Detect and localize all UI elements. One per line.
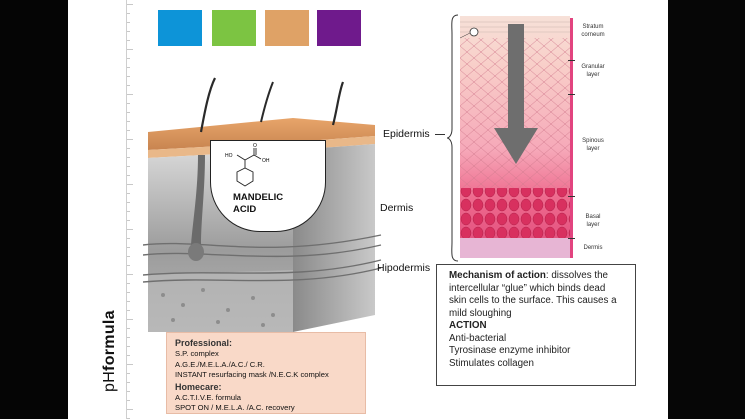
vertical-ruler	[126, 0, 134, 419]
ruler-tick	[127, 193, 130, 194]
swatch-purple	[317, 10, 361, 46]
ruler-tick	[127, 202, 130, 203]
ruler-tick	[127, 94, 133, 95]
swatch-blue	[158, 10, 202, 46]
ruler-tick	[127, 355, 130, 356]
epidermis-layers-panel	[460, 16, 570, 258]
slide: pHformula	[68, 0, 668, 419]
ruler-tick	[127, 409, 133, 410]
ruler-tick	[127, 157, 130, 158]
ruler-tick	[127, 391, 130, 392]
action-title: ACTION	[449, 320, 487, 331]
ruler-tick	[127, 328, 130, 329]
swatch-green	[212, 10, 256, 46]
mechanism-box: Mechanism of action: dissolves the inter…	[436, 264, 636, 386]
professional-title: Professional:	[175, 338, 233, 348]
ruler-tick	[127, 400, 130, 401]
mechanism-text: Mechanism of action: dissolves the inter…	[449, 270, 617, 319]
ruler-tick	[127, 283, 130, 284]
ruler-tick	[127, 130, 130, 131]
homecare-title: Homecare:	[175, 381, 222, 392]
epidermis-pointer	[435, 134, 445, 135]
ruler-tick	[127, 229, 133, 230]
ruler-tick	[127, 85, 130, 86]
ruler-tick	[127, 238, 130, 239]
ruler-tick	[127, 13, 130, 14]
ruler-tick	[127, 67, 130, 68]
ruler-tick	[127, 4, 133, 5]
action-item: Anti-bacterial	[449, 332, 507, 344]
ruler-tick	[127, 121, 130, 122]
right-background	[668, 0, 745, 419]
ruler-tick	[127, 319, 133, 320]
brand-logo: pHformula	[101, 310, 118, 392]
atom-ho: HO	[225, 153, 233, 159]
ruler-tick	[127, 310, 130, 311]
ruler-tick	[127, 139, 133, 140]
molecule-name: MANDELIC ACID	[233, 192, 284, 215]
ruler-tick	[127, 166, 130, 167]
ruler-tick	[127, 148, 130, 149]
ruler-tick	[127, 247, 130, 248]
swatch-tan	[265, 10, 309, 46]
ruler-tick	[127, 211, 130, 212]
ruler-tick	[127, 220, 130, 221]
ruler-tick	[127, 112, 130, 113]
ruler-tick	[127, 301, 130, 302]
label-hipodermis: Hipodermis	[377, 262, 431, 274]
ruler-tick	[127, 364, 133, 365]
label-dermis: Dermis	[380, 202, 414, 214]
ruler-tick	[127, 58, 130, 59]
professional-item: A.G.E./M.E.L.A./A.C./ C.R.	[175, 359, 265, 369]
left-background	[0, 0, 68, 419]
atom-oh: OH	[262, 158, 270, 164]
ruler-tick	[127, 382, 130, 383]
ruler-tick	[127, 31, 130, 32]
layer-indicator-bar	[570, 18, 573, 258]
epidermis-bracket	[446, 14, 459, 262]
action-item: Stimulates collagen	[449, 357, 534, 369]
professional-item: S.P. complex	[175, 349, 219, 358]
action-item: Tyrosinase enzyme inhibitor	[449, 345, 571, 356]
mandelic-acid-structure: HO O OH	[225, 143, 270, 187]
homecare-item: SPOT ON / M.E.L.A. /A.C. recovery	[175, 403, 295, 412]
ruler-tick	[127, 337, 130, 338]
ruler-tick	[127, 256, 130, 257]
homecare-item: A.C.T.I.V.E. formula	[175, 392, 241, 402]
ruler-tick	[127, 22, 130, 23]
molecule-bubble	[210, 140, 326, 232]
products-box: Professional: S.P. complex A.G.E./M.E.L.…	[166, 332, 366, 414]
layer-label-dermis: Dermis	[583, 245, 603, 251]
ruler-tick	[127, 103, 130, 104]
atom-o: O	[253, 143, 257, 149]
ruler-tick	[127, 76, 130, 77]
ruler-tick	[127, 175, 130, 176]
ruler-tick	[127, 346, 130, 347]
label-epidermis: Epidermis	[383, 128, 430, 140]
ruler-tick	[127, 49, 133, 50]
ruler-tick	[127, 274, 133, 275]
ruler-tick	[127, 184, 133, 185]
ruler-tick	[127, 40, 130, 41]
ruler-tick	[127, 373, 130, 374]
ruler-tick	[127, 292, 130, 293]
ruler-tick	[127, 265, 130, 266]
professional-item: INSTANT resurfacing mask /N.E.C.K comple…	[175, 370, 329, 379]
